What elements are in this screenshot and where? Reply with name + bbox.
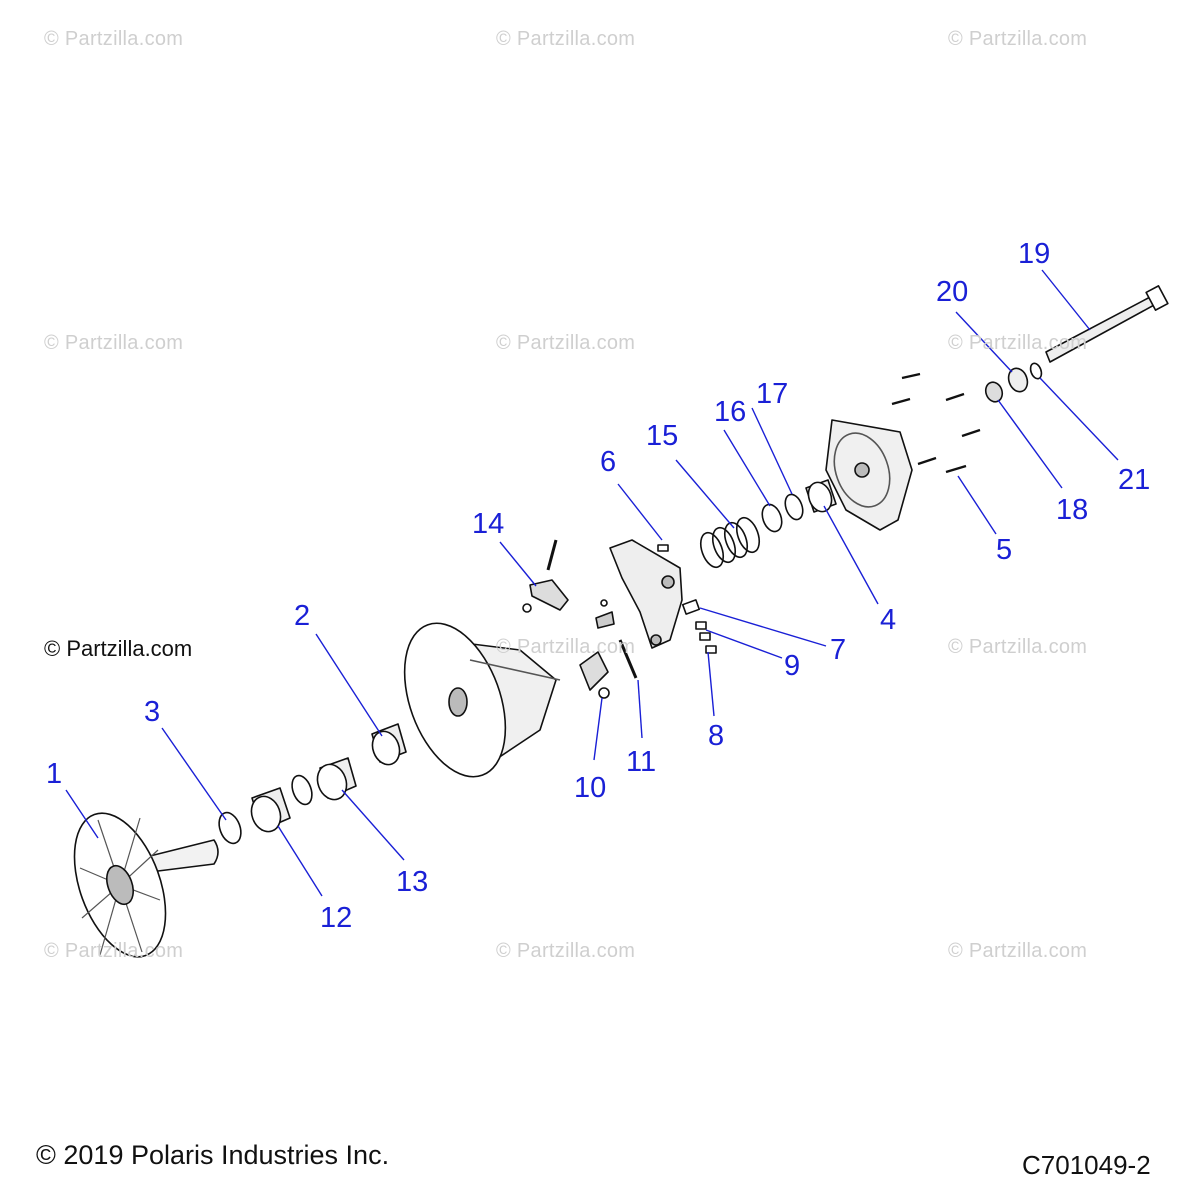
callout-8[interactable]: 8	[708, 720, 725, 752]
callout-14[interactable]: 14	[472, 508, 505, 540]
callout-7[interactable]: 7	[830, 634, 847, 666]
moveable-sheave[interactable]	[385, 609, 561, 790]
callout-12[interactable]: 12	[320, 902, 353, 934]
watermark: © Partzilla.com	[44, 332, 184, 354]
part-15-spring[interactable]	[696, 515, 763, 571]
watermark: © Partzilla.com	[496, 636, 636, 658]
watermark: © Partzilla.com	[496, 940, 636, 962]
part-21-ring[interactable]	[1029, 362, 1044, 380]
watermark: © Partzilla.com	[496, 332, 636, 354]
part-12-bushing[interactable]	[247, 787, 291, 836]
callout-3[interactable]: 3	[144, 696, 161, 728]
callout-21[interactable]: 21	[1118, 464, 1151, 496]
callout-9[interactable]: 9	[784, 650, 801, 682]
callout-4[interactable]: 4	[880, 604, 897, 636]
callout-17[interactable]: 17	[756, 378, 789, 410]
diagram-code: C701049-2	[1022, 1150, 1151, 1180]
part-19-bolt[interactable]	[1045, 285, 1169, 363]
callout-19[interactable]: 19	[1018, 238, 1051, 270]
callout-1[interactable]: 1	[46, 758, 63, 790]
watermark: © Partzilla.com	[948, 636, 1088, 658]
watermark: © Partzilla.com	[44, 940, 184, 962]
callout-15[interactable]: 15	[646, 420, 679, 452]
callout-5[interactable]: 5	[996, 534, 1013, 566]
part-14-roller-arm[interactable]	[522, 539, 569, 613]
part-13-bushing[interactable]	[313, 757, 357, 804]
flyweight-arm[interactable]	[579, 599, 615, 699]
watermark-main: © Partzilla.com	[44, 636, 193, 661]
cover[interactable]	[825, 419, 913, 531]
callout-2[interactable]: 2	[294, 600, 311, 632]
callout-11[interactable]: 11	[626, 746, 657, 778]
copyright-notice: © 2019 Polaris Industries Inc.	[36, 1140, 390, 1170]
spider[interactable]	[609, 539, 683, 649]
watermark: © Partzilla.com	[44, 28, 184, 50]
callout-16[interactable]: 16	[714, 396, 747, 428]
part-17-ring[interactable]	[782, 492, 806, 522]
callout-20[interactable]: 20	[936, 276, 969, 308]
callout-13[interactable]: 13	[396, 866, 429, 898]
callout-18[interactable]: 18	[1056, 494, 1089, 526]
ring-small[interactable]	[288, 773, 315, 807]
part-3-ring[interactable]	[215, 810, 245, 847]
part-20-washer[interactable]	[1005, 366, 1030, 395]
part-2-bushing[interactable]	[368, 723, 407, 768]
part-18-spacer[interactable]	[983, 380, 1005, 404]
part-11-pin[interactable]	[618, 639, 638, 679]
part-6-pin[interactable]	[657, 544, 669, 552]
callout-10[interactable]: 10	[574, 772, 607, 804]
watermark: © Partzilla.com	[948, 940, 1088, 962]
leader-lines	[65, 269, 1119, 897]
watermark: © Partzilla.com	[948, 28, 1088, 50]
part-1-fixed-sheave[interactable]	[57, 801, 219, 969]
parts-7-9-8-rollers[interactable]	[681, 599, 717, 654]
watermark: © Partzilla.com	[496, 28, 636, 50]
part-4-bushing[interactable]	[805, 479, 837, 515]
part-16-ring[interactable]	[759, 502, 785, 534]
part-5-bolts[interactable]	[891, 372, 981, 474]
callout-6[interactable]: 6	[600, 446, 617, 478]
watermark: © Partzilla.com	[948, 332, 1088, 354]
